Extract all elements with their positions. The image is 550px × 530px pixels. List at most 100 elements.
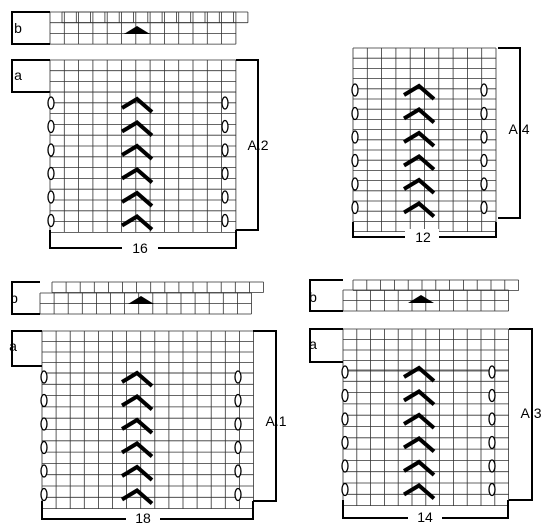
oval-twist-icon	[234, 370, 242, 384]
oval-twist-icon	[221, 143, 229, 157]
oval-twist-icon	[40, 464, 48, 478]
chart-name-label: A.4	[508, 121, 529, 137]
oval-twist-icon	[351, 83, 359, 97]
oval-twist-icon	[40, 370, 48, 384]
oval-twist-icon	[488, 365, 496, 379]
oval-twist-icon	[234, 393, 242, 408]
oval-twist-icon	[480, 200, 488, 215]
row-label-a: a	[309, 336, 317, 352]
section-b-top-row	[352, 279, 519, 291]
chevron-cable-icon	[120, 143, 154, 161]
chevron-cable-icon	[402, 365, 436, 383]
section-b-top-row	[51, 281, 264, 293]
main-grid	[49, 91, 237, 233]
oval-twist-icon	[351, 200, 359, 215]
chart-height-bracket	[236, 59, 259, 231]
oval-twist-icon	[234, 440, 242, 455]
oval-twist-icon	[480, 153, 488, 168]
main-grid	[41, 372, 254, 510]
section-a-grid	[41, 330, 254, 374]
oval-twist-icon	[341, 388, 349, 403]
oval-twist-icon	[40, 487, 48, 502]
row-a-bracket	[11, 59, 50, 93]
stitch-count-bg	[408, 509, 442, 525]
oval-twist-icon	[341, 435, 349, 450]
chevron-cable-icon	[120, 96, 154, 114]
oval-twist-icon	[480, 106, 488, 121]
oval-twist-icon	[341, 459, 349, 473]
oval-twist-icon	[351, 130, 359, 144]
chevron-cable-icon	[402, 83, 436, 101]
row-b-bracket	[309, 279, 343, 312]
oval-twist-icon	[488, 435, 496, 450]
chevron-cable-icon	[120, 190, 154, 208]
oval-twist-icon	[40, 417, 48, 431]
oval-twist-icon	[480, 130, 488, 144]
chevron-cable-icon	[120, 120, 154, 138]
section-b-grid	[342, 289, 510, 312]
row-a-bracket	[11, 330, 42, 367]
chevron-cable-icon	[402, 412, 436, 430]
oval-twist-icon	[341, 482, 349, 497]
oval-twist-icon	[47, 96, 55, 110]
stitch-count-label: 16	[132, 240, 148, 256]
chevron-cable-icon	[120, 441, 154, 459]
oval-twist-icon	[40, 440, 48, 455]
chevron-cable-icon	[402, 201, 436, 219]
chevron-cable-icon	[402, 130, 436, 148]
oval-twist-icon	[488, 459, 496, 473]
oval-twist-icon	[480, 177, 488, 191]
main-grid	[342, 369, 510, 507]
row-label-b: b	[10, 290, 18, 306]
oval-twist-icon	[234, 417, 242, 431]
section-a-grid	[342, 328, 510, 372]
chevron-cable-icon	[402, 107, 436, 125]
chevron-cable-icon	[402, 389, 436, 407]
oval-twist-icon	[221, 166, 229, 181]
oval-twist-icon	[341, 412, 349, 426]
stitch-count-label: 14	[417, 509, 433, 525]
triangle-decrease-icon	[408, 295, 434, 303]
chevron-cable-icon	[120, 417, 154, 435]
oval-twist-icon	[221, 213, 229, 228]
chart-name-label: A.1	[265, 413, 286, 429]
oval-twist-icon	[221, 119, 229, 134]
oval-twist-icon	[488, 482, 496, 497]
row-label-a: a	[9, 338, 17, 354]
stitch-count-label: 12	[415, 229, 431, 245]
chevron-cable-icon	[402, 483, 436, 501]
oval-twist-icon	[221, 96, 229, 110]
stitch-count-bg	[122, 240, 158, 256]
chart-name-label: A.2	[247, 137, 268, 153]
oval-twist-icon	[221, 190, 229, 204]
oval-twist-icon	[234, 464, 242, 478]
chevron-cable-icon	[120, 214, 154, 232]
chevron-cable-icon	[120, 167, 154, 185]
oval-twist-icon	[351, 177, 359, 191]
chevron-cable-icon	[402, 154, 436, 172]
chart-height-bracket	[509, 328, 533, 501]
triangle-decrease-icon	[128, 296, 154, 304]
row-b-bracket	[11, 11, 50, 45]
row-label-b: b	[309, 289, 317, 305]
section-b-grid	[49, 11, 237, 45]
oval-twist-icon	[47, 213, 55, 228]
chevron-cable-icon	[402, 459, 436, 477]
chart-height-bracket	[498, 47, 521, 219]
chevron-cable-icon	[120, 370, 154, 388]
row-a-bracket	[309, 328, 343, 363]
chevron-cable-icon	[120, 464, 154, 482]
oval-twist-icon	[47, 119, 55, 134]
oval-twist-icon	[480, 83, 488, 97]
section-a-grid	[49, 59, 237, 93]
oval-twist-icon	[341, 365, 349, 379]
stitch-count-bg	[405, 229, 439, 245]
row-label-a: a	[14, 67, 22, 83]
chart-name-label: A.3	[520, 405, 541, 421]
chart-height-bracket	[253, 330, 277, 502]
oval-twist-icon	[488, 388, 496, 403]
oval-twist-icon	[40, 393, 48, 408]
row-b-bracket	[11, 281, 40, 315]
stitch-count-label: 18	[135, 510, 151, 526]
